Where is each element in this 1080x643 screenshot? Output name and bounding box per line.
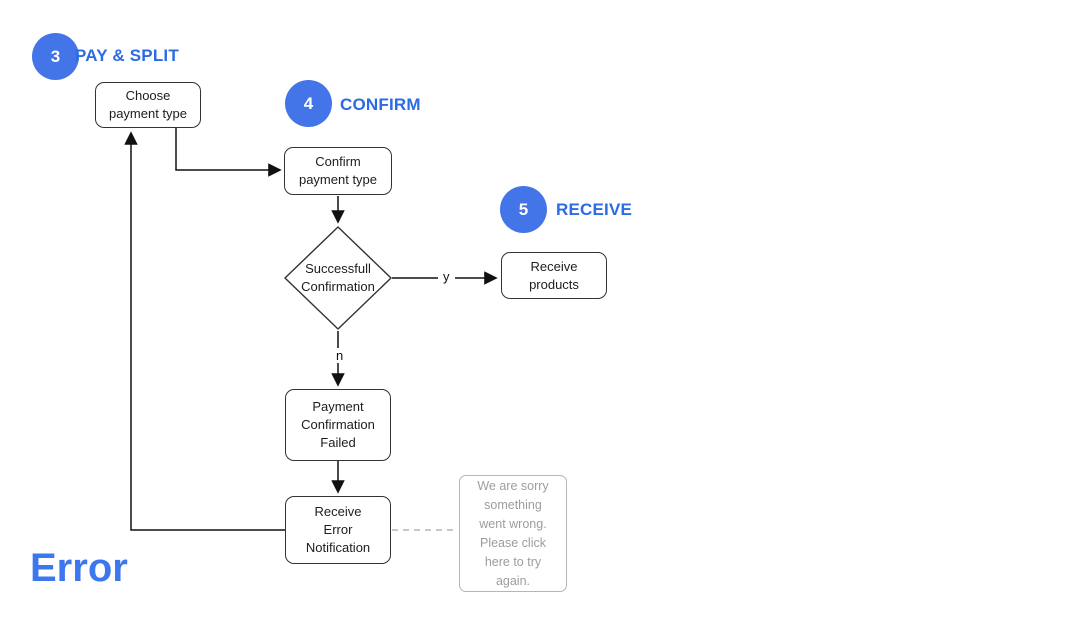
error-section-title: Error [30, 546, 128, 590]
step-badge-4: 4 [285, 80, 332, 127]
node-receive-error-notification: Receive Error Notification [285, 496, 391, 564]
edge-notification-back-to-choose [124, 131, 285, 531]
step-number: 5 [518, 199, 529, 219]
node-successfull-confirmation-label: Successfull Confirmation [301, 261, 375, 294]
edge-choose-to-confirm [175, 128, 282, 177]
error-message-box: We are sorry something went wrong. Pleas… [459, 475, 567, 592]
step-label-pay-split: PAY & SPLIT [75, 46, 179, 65]
decision-diamond-shape [284, 226, 392, 330]
step-number: 3 [50, 46, 61, 66]
node-receive-products: Receive products [501, 252, 607, 299]
edge-label-yes: y [438, 269, 455, 284]
node-payment-confirmation-failed: Payment Confirmation Failed [285, 389, 391, 461]
step-number: 4 [303, 93, 314, 113]
step-label-confirm: CONFIRM [340, 95, 421, 114]
edge-label-no: n [331, 348, 349, 363]
node-confirm-payment-type: Confirm payment type [284, 147, 392, 195]
step-badge-5: 5 [500, 186, 547, 233]
node-choose-payment-type: Choose payment type [95, 82, 201, 128]
step-badge-3: 3 [32, 33, 79, 80]
step-label-receive: RECEIVE [556, 200, 633, 219]
